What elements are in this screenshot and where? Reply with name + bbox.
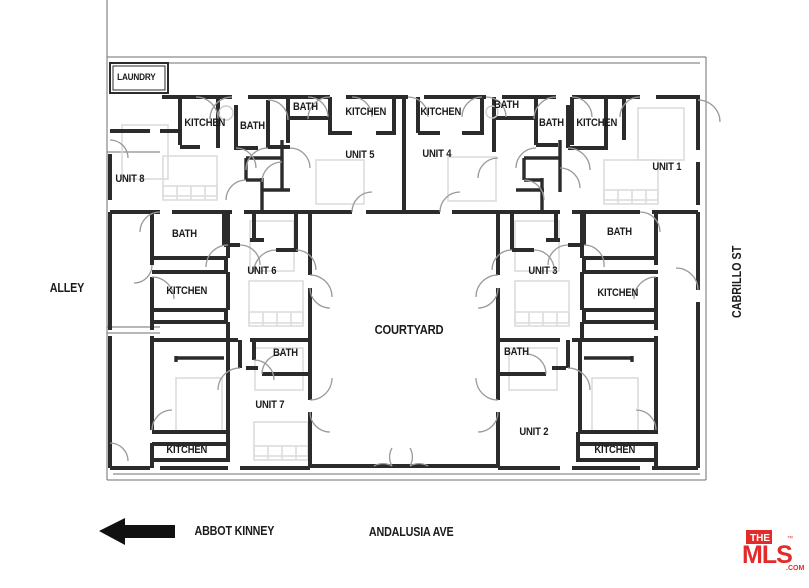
kitchen-unit-5-label: KITCHEN [345,106,387,118]
kitchen-unit-7-label: KITCHEN [166,444,208,456]
unit-6-label: UNIT 6 [247,265,277,277]
svg-text:MLS: MLS [742,541,792,569]
abbot-kinney-label: ABBOT KINNEY [194,524,275,538]
bath-unit-3-label: BATH [607,226,632,238]
unit-3-label: UNIT 3 [528,265,558,277]
unit-2-label: UNIT 2 [519,426,549,438]
courtyard-label: COURTYARD [374,322,444,337]
svg-text:THE: THE [750,533,770,544]
abbot-kinney-arrow [99,518,175,545]
bath-unit-8-label: BATH [240,120,265,132]
alley-label: ALLEY [49,281,85,295]
kitchen-unit-4-label: KITCHEN [420,106,462,118]
svg-text:™: ™ [787,535,793,542]
bath-unit-6-label: BATH [172,228,197,240]
kitchen-unit-1-label: KITCHEN [576,117,618,129]
kitchen-unit-8-label: KITCHEN [184,117,226,129]
bath-upper-right-label: BATH [494,99,519,111]
laundry-label: LAUNDRY [117,72,156,83]
unit-7-label: UNIT 7 [255,399,285,411]
bath-unit-2-label: BATH [504,346,529,358]
kitchen-unit-6-label: KITCHEN [166,285,208,297]
kitchen-unit-3-label: KITCHEN [597,287,639,299]
unit-1-label: UNIT 1 [652,161,682,173]
unit-5-label: UNIT 5 [345,149,375,161]
bath-unit-1-label: BATH [539,117,564,129]
unit-4-label: UNIT 4 [422,148,452,160]
kitchen-unit-2-label: KITCHEN [594,444,636,456]
the-mls-logo-graphic: THE MLS .COM ™ [742,530,804,572]
cabrillo-st-label: CABRILLO ST [730,245,744,318]
bath-upper-left-label: BATH [293,101,318,113]
bath-unit-7-label: BATH [273,347,298,359]
svg-text:.COM: .COM [786,565,804,572]
unit-8-label: UNIT 8 [115,173,145,185]
andalusia-ave-label: ANDALUSIA AVE [368,525,454,539]
